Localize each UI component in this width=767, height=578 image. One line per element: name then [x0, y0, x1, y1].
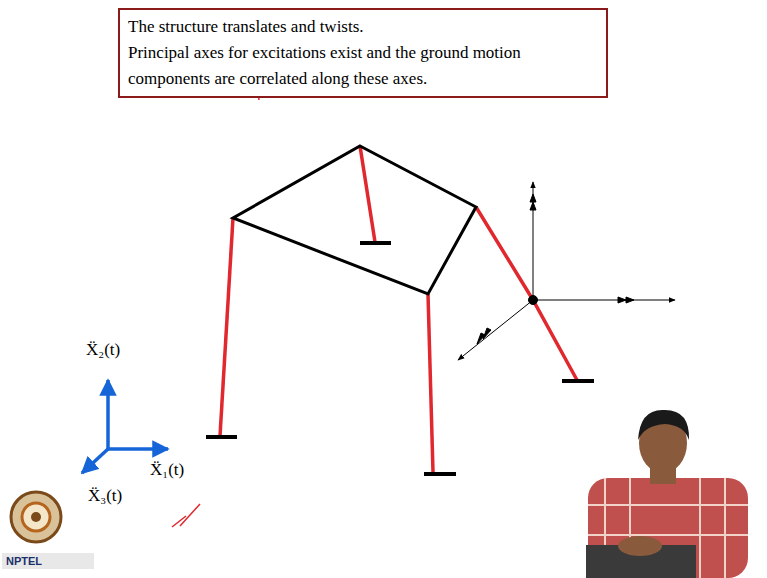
pen-mark: [172, 504, 200, 527]
axis-label: Ẍ₃(t): [88, 486, 122, 506]
supports: [206, 243, 594, 474]
joint-axes: [458, 182, 675, 360]
statement-box: The structure translates and twists.Prin…: [118, 8, 608, 98]
statement-text: Principal axes for excitations exist and…: [128, 40, 598, 92]
logo-text: NPTEL: [6, 555, 42, 567]
axis-label: Ẍ₁(t): [150, 460, 184, 480]
deck-outline: [233, 146, 476, 294]
nptel-logo: [2, 492, 94, 569]
presenter: [586, 410, 748, 578]
axis-label: Ẍ₂(t): [86, 340, 120, 360]
ground-axes: [82, 380, 168, 473]
statement-text: The structure translates and twists.: [128, 14, 598, 40]
columns: [220, 146, 577, 472]
